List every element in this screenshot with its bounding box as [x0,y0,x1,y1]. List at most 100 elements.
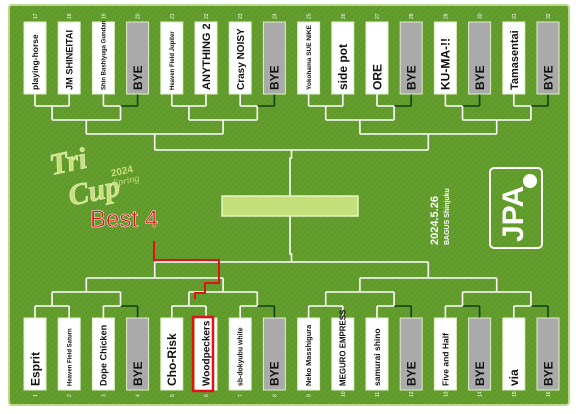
bottom-team-name: samurai shino [372,328,382,386]
bottom-slot-box [468,317,492,391]
bottom-slot-box [23,317,47,391]
bottom-slot-box [91,317,115,391]
bottom-team-name: MEGURO EMPRESS [339,310,348,386]
top-slot-box [331,21,355,95]
top-slot: BYE 32 [536,13,560,95]
top-slot-box [126,21,150,95]
top-slot-box [23,21,47,95]
bottom-slot-box [262,317,286,391]
top-slot-number: 27 [375,13,381,19]
bracket-lines [34,94,549,318]
best4-path [153,241,220,299]
bottom-team-name: sb-dokyubu white [238,327,245,386]
logo-season: Spring [112,173,140,189]
logo-year: 2024 [110,164,134,179]
bracket-line [289,216,293,262]
bottom-slot-box [297,317,321,391]
bottom-team-name: Woodpeckers [202,320,213,386]
top-team-name: BYE [405,65,419,90]
top-team-name: ANYTHING 2 [201,23,213,90]
top-slot: KU-MA-!! 29 [433,13,457,95]
bottom-slot-number: 2 [67,394,73,397]
bottom-slot-number: 11 [375,392,381,397]
top-slot-number: 24 [272,13,278,19]
top-slot: JM SHINEITAI 18 [57,13,81,95]
bottom-slot-number: 6 [204,394,210,397]
bottom-team-name: BYE [131,361,145,386]
top-slot: ORE 27 [365,13,389,95]
top-slot-number: 32 [546,13,552,19]
top-slot-box [160,21,184,95]
top-slot-number: 22 [204,13,210,19]
bottom-slot-number: 14 [478,391,484,397]
top-slot-number: 28 [409,13,415,19]
top-team-name: Yokohama SUE NIKE [306,24,313,90]
top-slot-number: 31 [512,13,518,19]
bottom-team-name: BYE [473,361,487,386]
bottom-slot-number: 10 [341,391,347,397]
bottom-team-name: Neko Masshigura [304,324,313,386]
event-logo: Tri Cup 2024 Spring [46,141,140,213]
ball-icon [523,174,537,188]
top-slot-number: 29 [443,13,449,19]
top-team-name: KU-MA-!! [439,38,453,90]
event-date: 2024.5.26 [429,196,441,245]
top-slot-box [399,21,423,95]
bottom-slot-number: 12 [409,391,415,397]
bottom-slot-box [502,317,526,391]
top-slot-number: 19 [101,13,107,19]
top-slot-number: 18 [67,13,73,19]
jpa-text: JPA [497,186,530,242]
bottom-slot: samurai shino 11 [365,317,389,397]
top-slot-box [262,21,286,95]
top-slot: ANYTHING 2 22 [194,13,218,95]
top-team-name: JM SHINEITAI [65,30,75,90]
top-slot-number: 30 [478,13,484,19]
top-slot-number: 17 [33,13,39,19]
bottom-slot-number: 16 [546,391,552,397]
top-team-name: Tamasentai [509,30,521,90]
bottom-slot-box [57,317,81,391]
top-team-name: ORE [370,64,384,90]
jpa-logo: JPA [489,167,543,249]
bottom-slot-number: 4 [136,394,142,397]
bottom-slot-box [433,317,457,391]
top-slot-box [433,21,457,95]
bottom-slot-box [126,317,150,391]
bottom-team-name: Five and Half [440,333,450,386]
bottom-team-name: BYE [541,361,555,386]
top-slot-number: 25 [307,13,313,19]
event-venue: BAGUS Shinjuku [444,188,451,245]
top-slot-number: 23 [238,13,244,19]
bottom-slot-box [160,317,184,391]
bracket-line [289,150,293,196]
top-slot-box [365,21,389,95]
best4-highlight-box [191,315,215,393]
bottom-team-name: Cho-Risk [165,333,179,386]
top-slot-box [502,21,526,95]
top-team-name: BYE [541,65,555,90]
top-slot-box [468,21,492,95]
top-slot: Tamasentai 31 [502,13,526,95]
event-info: 2024.5.26 BAGUS Shinjuku [429,188,451,245]
bottom-slot: BYE 4 [126,317,150,397]
bottom-slot-number: 3 [101,394,107,397]
bottom-slot-box [365,317,389,391]
